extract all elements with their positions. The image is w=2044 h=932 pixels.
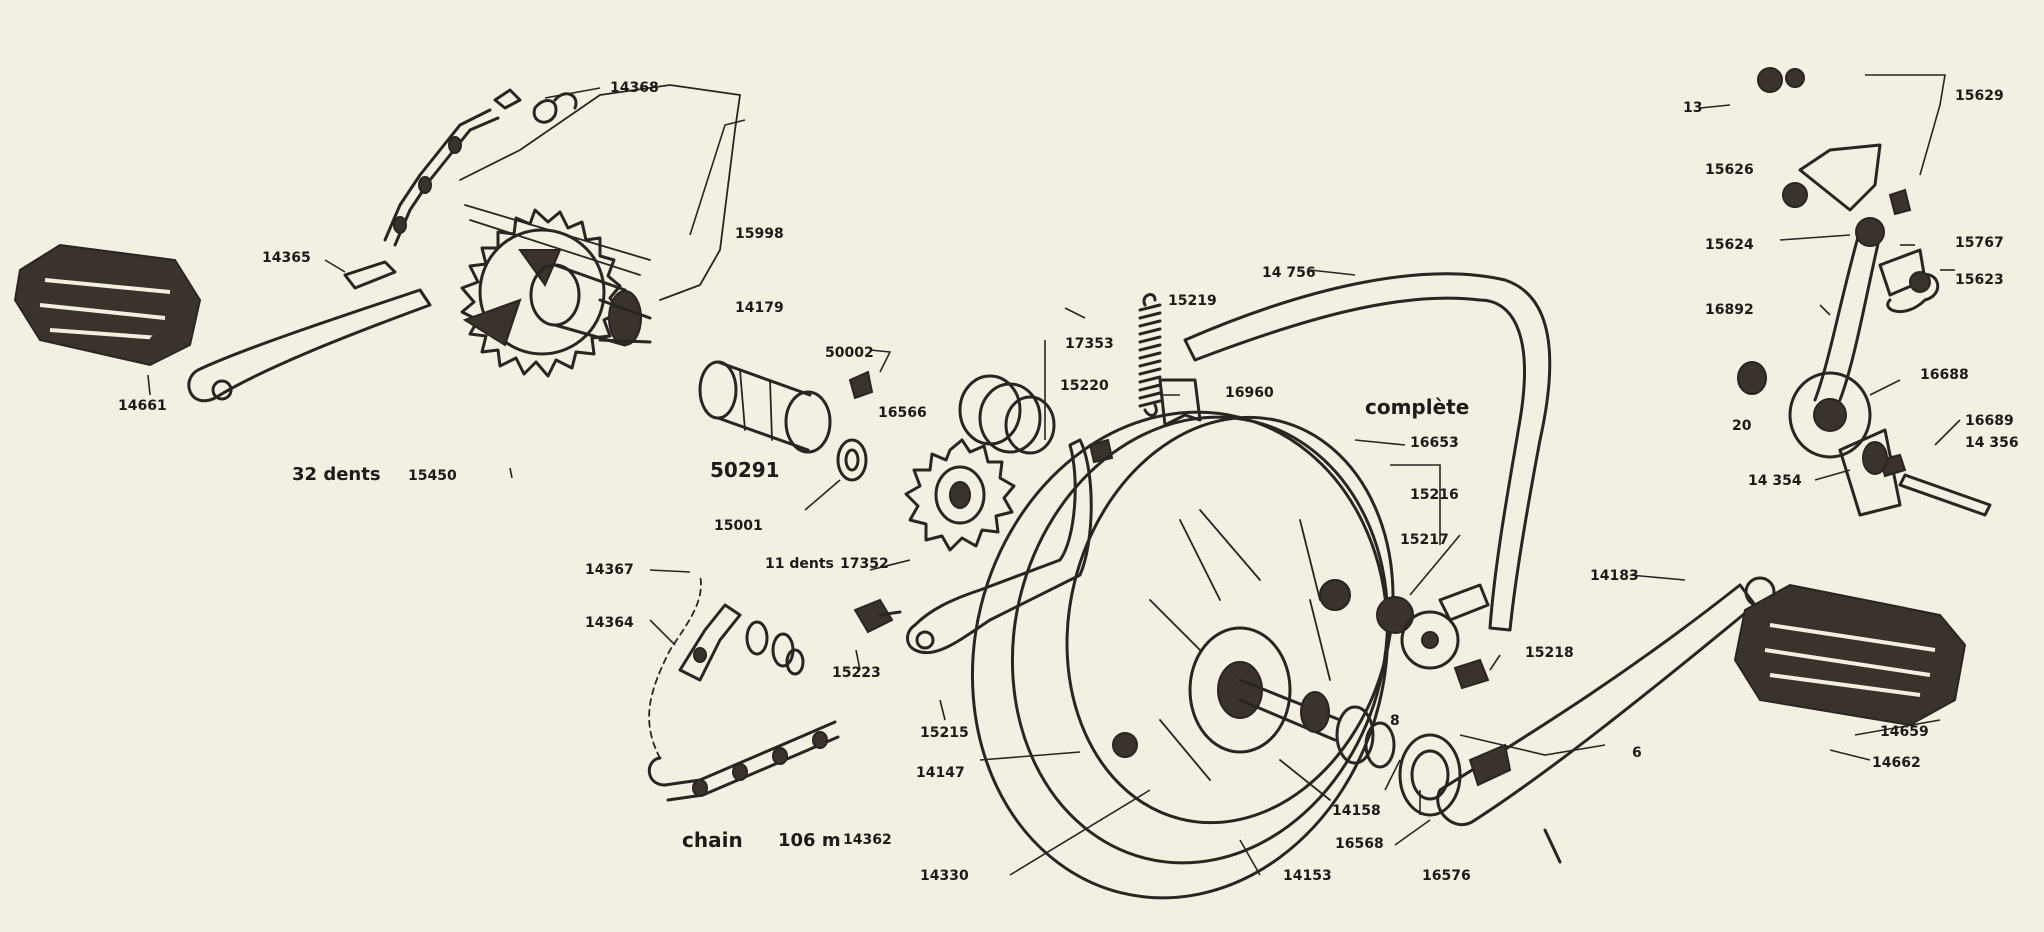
part-label-16960: 16960 [1225, 385, 1274, 401]
part-label-15626: 15626 [1705, 162, 1754, 178]
rear-axle-icon [1238, 678, 1462, 817]
part-label-14756: 14 756 [1262, 265, 1316, 281]
part-label-15450: 15450 [408, 468, 457, 484]
crank-bolt-hole [211, 379, 233, 401]
part-label-16568: 16568 [1335, 836, 1384, 852]
left-pedal-icon [13, 243, 202, 367]
part-label-15623: 15623 [1955, 272, 2004, 288]
part-label-14662: 14662 [1872, 755, 1921, 771]
chain-tensioner-bracket [1737, 67, 1992, 517]
part-label-14354: 14 354 [1748, 473, 1802, 489]
part-label-17352: 17352 [840, 556, 889, 572]
clip-16960 [1158, 378, 1202, 427]
hub-shell-icon [698, 360, 832, 454]
part-label-14179: 14179 [735, 300, 784, 316]
chain-icon [647, 720, 840, 802]
part-label-14362: 14362 [843, 832, 892, 848]
right-crank-arm [1436, 583, 1757, 827]
bolt-15223 [853, 598, 894, 634]
part-label-14367: 14367 [585, 562, 634, 578]
part-label-14330: 14330 [920, 868, 969, 884]
chain-dashed-path [648, 574, 702, 759]
part-label-15223: 15223 [832, 665, 881, 681]
cam-icon [1376, 583, 1490, 670]
left-crank-arm [187, 288, 432, 403]
part-label-15624: 15624 [1705, 237, 1754, 253]
part-label-14659: 14659 [1880, 724, 1929, 740]
leader-lines [147, 74, 1961, 876]
part-label-16576: 16576 [1422, 868, 1471, 884]
part-label-50291: 50291 [710, 458, 780, 482]
part-label-16689: 16689 [1965, 413, 2014, 429]
part-label-15219: 15219 [1168, 293, 1217, 309]
part-label-50002: 50002 [825, 345, 874, 361]
part-label-17353: 17353 [1065, 336, 1114, 352]
bearing-cup-icon [958, 374, 1056, 455]
part-label-complete: complète [1365, 395, 1470, 419]
part-label-14147: 14147 [916, 765, 965, 781]
part-label-14368: 14368 [610, 80, 659, 96]
part-label-16688: 16688 [1920, 367, 1969, 383]
washer-15001 [836, 438, 868, 482]
part-label-14356: 14 356 [1965, 435, 2019, 451]
part-label-15220: 15220 [1060, 378, 1109, 394]
part-label-15217: 15217 [1400, 532, 1449, 548]
bolt-15218 [1453, 658, 1490, 690]
part-label-16566: 16566 [878, 405, 927, 421]
part-label-106m: 106 m [778, 830, 841, 851]
part-label-13: 13 [1683, 100, 1703, 116]
chainring-icon [460, 208, 622, 378]
frame-outline [459, 84, 742, 301]
part-label-15001: 15001 [714, 518, 763, 534]
part-label-15216: 15216 [1410, 487, 1459, 503]
brake-arm-15215 [906, 438, 1093, 655]
chain-link-segment-top [383, 88, 578, 247]
brake-band-14756 [1183, 272, 1552, 632]
part-label-20: 20 [1732, 418, 1752, 434]
part-label-16653: 16653 [1410, 435, 1459, 451]
part-label-15215: 15215 [920, 725, 969, 741]
rear-sprocket-icon [904, 438, 1016, 552]
part-label-15767: 15767 [1955, 235, 2004, 251]
part-label-chain: chain [682, 828, 743, 852]
part-label-15998: 15998 [735, 226, 784, 242]
part-label-15629: 15629 [1955, 88, 2004, 104]
part-label-6: 6 [1632, 745, 1642, 761]
part-label-14153: 14153 [1283, 868, 1332, 884]
part-label-14183: 14183 [1590, 568, 1639, 584]
part-label-14364: 14364 [585, 615, 634, 631]
part-label-16892: 16892 [1705, 302, 1754, 318]
chain-link-14364 [678, 603, 805, 682]
part-label-8: 8 [1390, 713, 1400, 729]
right-pedal-icon [1733, 583, 1967, 727]
part-label-14661: 14661 [118, 398, 167, 414]
chain-link-14365 [343, 260, 397, 290]
part-label-15218: 15218 [1525, 645, 1574, 661]
part-label-11-dents: 11 dents [765, 556, 834, 572]
part-label-32-dents: 32 dents [292, 464, 381, 485]
bolt-50002 [848, 370, 874, 400]
spring-icon [1138, 293, 1162, 417]
part-label-14365: 14365 [262, 250, 311, 266]
part-label-14158: 14158 [1332, 803, 1381, 819]
bottom-bracket-axle [529, 263, 652, 347]
